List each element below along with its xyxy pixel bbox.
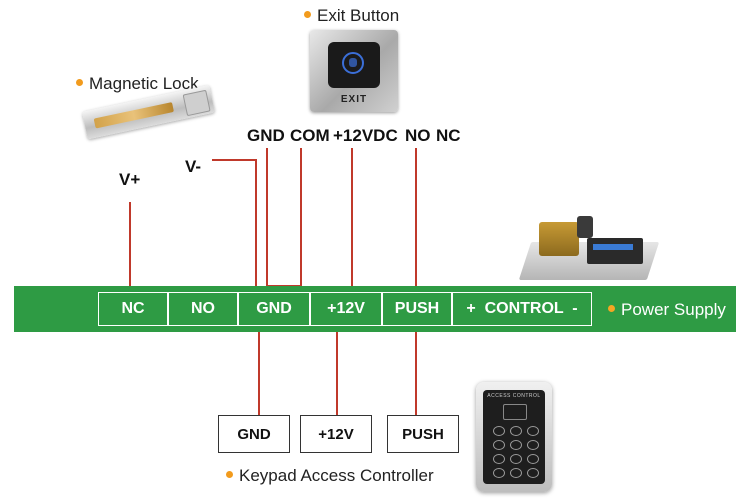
wire-exit-no <box>415 148 417 292</box>
wire-exit-gnd <box>266 148 268 292</box>
lock-vminus-label: V- <box>185 157 202 176</box>
wire-12v-keypad <box>336 326 338 415</box>
terminal-nc: NC <box>98 292 168 326</box>
power-supply-terminal-bus <box>14 286 736 332</box>
exit-pin-12vdc: +12VDC <box>333 126 398 145</box>
keypad-terminal-gnd: GND <box>218 415 290 453</box>
transformer-icon <box>539 222 579 256</box>
keypad-device-title: ACCESS CONTROL <box>487 393 541 399</box>
keypad-keys <box>493 426 539 478</box>
wire-com-gnd <box>267 285 301 287</box>
wire-push-keypad <box>415 326 417 415</box>
magnetic-lock-caption: Magnetic Lock <box>76 74 199 94</box>
terminal-12v: +12V <box>310 292 382 326</box>
exit-pin-com: COM <box>290 126 330 145</box>
bullet-icon <box>608 305 615 313</box>
exit-pin-gnd: GND <box>247 126 285 145</box>
wire-exit-12v <box>351 148 353 292</box>
wire-vplus-nc <box>129 202 131 292</box>
exit-pin-no: NO <box>405 126 431 145</box>
terminal-push: PUSH <box>382 292 452 326</box>
exit-device-text: EXIT <box>340 94 368 105</box>
wire-vminus-h <box>212 159 256 161</box>
exit-button-caption: Exit Button <box>304 6 399 26</box>
terminal-no: NO <box>168 292 238 326</box>
bullet-icon <box>76 79 83 87</box>
keypad-terminal-12v: +12V <box>300 415 372 453</box>
power-supply-caption: Power Supply <box>608 300 726 320</box>
keypad-terminal-push: PUSH <box>387 415 459 453</box>
touch-sensor-icon <box>342 52 364 74</box>
keypad-device: ACCESS CONTROL <box>476 382 552 492</box>
exit-pin-nc: NC <box>436 126 461 145</box>
card-reader-icon <box>503 404 527 420</box>
bullet-icon <box>226 471 233 479</box>
lock-vplus-label: V+ <box>119 170 141 189</box>
wire-gnd-keypad <box>258 326 260 415</box>
keypad-caption: Keypad Access Controller <box>226 466 434 486</box>
wire-vminus-gnd <box>255 159 257 292</box>
wire-exit-com <box>300 148 302 286</box>
bullet-icon <box>304 11 311 19</box>
power-supply-device <box>518 212 660 284</box>
exit-button-device: EXIT <box>310 30 398 112</box>
terminal-gnd: GND <box>238 292 310 326</box>
terminal-control: + CONTROL - <box>452 292 592 326</box>
